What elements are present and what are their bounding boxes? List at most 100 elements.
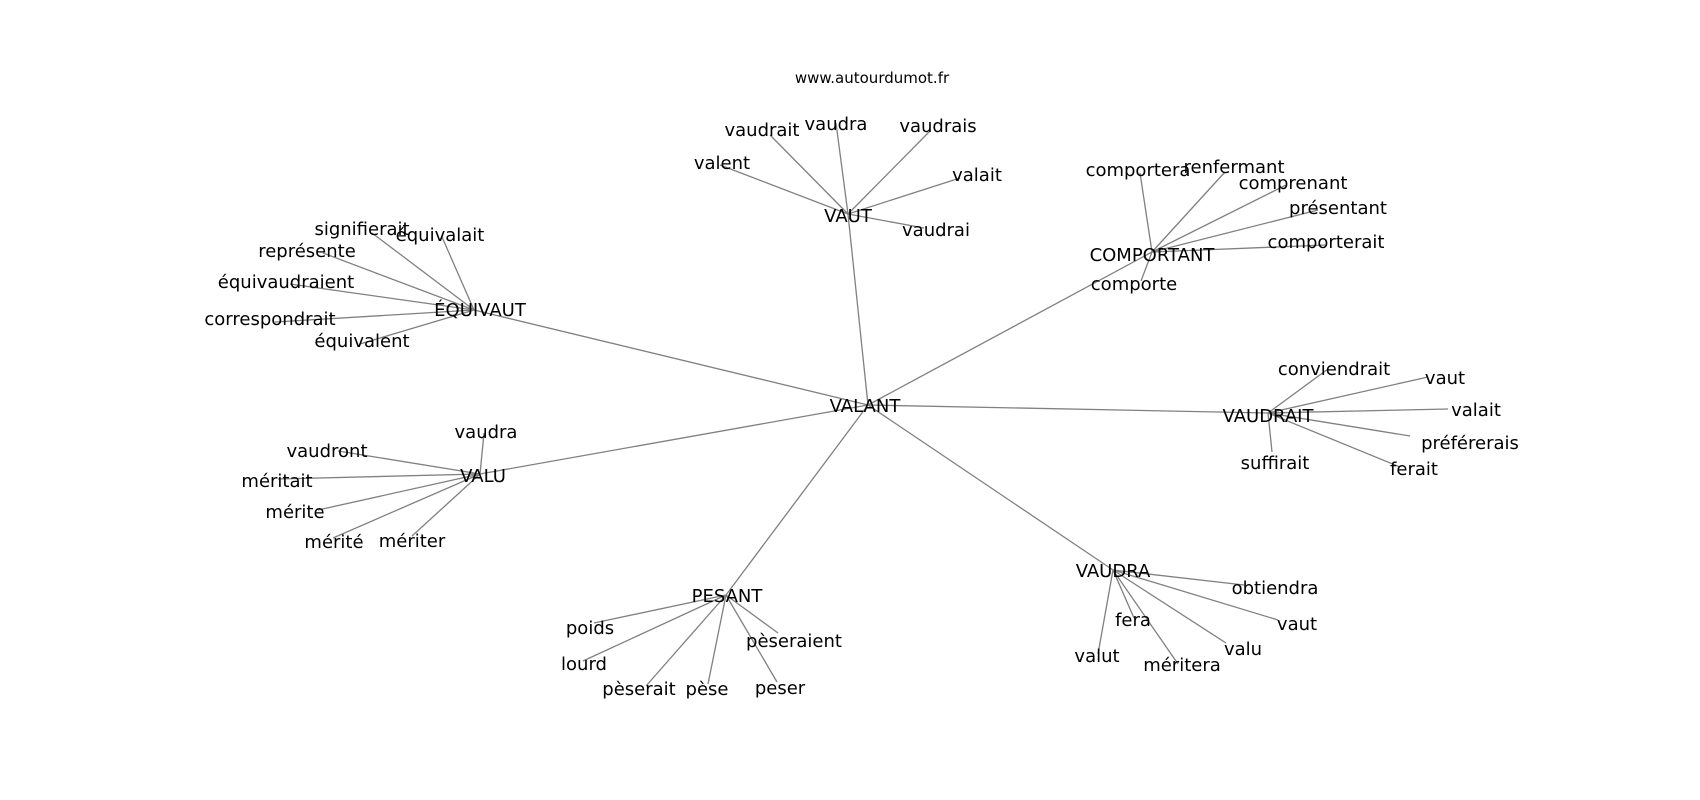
edge-center-vaut (847, 213, 869, 406)
edge-vaudrait-leaf-3 (1267, 412, 1411, 437)
node-leaf-pesant-3[interactable]: pèserait (602, 679, 675, 700)
edge-pesant-leaf-3 (645, 594, 727, 687)
node-leaf-vaut-1[interactable]: vaudra (805, 114, 868, 135)
node-leaf-vaut-0[interactable]: vaudrait (724, 120, 799, 141)
node-leaf-vaudra-3[interactable]: fera (1115, 610, 1151, 631)
edge-pesant-leaf-2 (582, 594, 727, 662)
node-leaf-pesant-0[interactable]: poids (566, 618, 614, 639)
node-leaf-equivaut-2[interactable]: représente (258, 241, 356, 262)
edge-center-vaudra (867, 404, 1114, 571)
node-leaf-vaudrait-0[interactable]: conviendrait (1278, 359, 1390, 380)
edge-valu-leaf-4 (332, 473, 481, 539)
node-leaf-vaudra-4[interactable]: valut (1074, 646, 1119, 667)
edge-valu-leaf-0 (479, 432, 485, 475)
edge-valu-leaf-1 (337, 450, 481, 475)
node-leaf-pesant-2[interactable]: lourd (561, 654, 607, 675)
edge-vaut-leaf-4 (847, 177, 961, 215)
node-leaf-vaudrait-2[interactable]: valait (1451, 400, 1501, 421)
node-leaf-vaudrait-3[interactable]: préférerais (1421, 433, 1519, 454)
node-leaf-vaudrait-1[interactable]: vaut (1425, 368, 1465, 389)
edge-equivaut-leaf-4 (274, 309, 475, 323)
edge-vaudra-leaf-0 (1112, 569, 1245, 586)
node-leaf-vaut-4[interactable]: valait (952, 165, 1002, 186)
edge-valu-leaf-5 (411, 473, 481, 537)
edge-equivaut-leaf-0 (371, 232, 475, 311)
edge-pesant-leaf-1 (725, 594, 779, 634)
node-hub-pesant[interactable]: PESANT (692, 586, 764, 607)
node-leaf-pesant-5[interactable]: peser (755, 678, 806, 699)
edge-vaut-leaf-0 (769, 134, 849, 215)
node-leaf-vaut-5[interactable]: vaudrai (902, 220, 970, 241)
node-leaf-pesant-4[interactable]: pèse (686, 679, 729, 700)
node-leaf-equivaut-5[interactable]: équivalent (314, 331, 409, 352)
node-leaf-vaudra-0[interactable]: obtiendra (1232, 578, 1319, 599)
node-leaf-comportant-3[interactable]: présentant (1289, 198, 1387, 219)
edge-vaut-leaf-2 (847, 130, 931, 215)
edge-center-pesant (725, 404, 869, 596)
edge-vaut-leaf-5 (847, 213, 925, 229)
edge-vaudrait-leaf-0 (1267, 368, 1329, 414)
node-hub-vaudra[interactable]: VAUDRA (1076, 561, 1151, 582)
node-leaf-valu-4[interactable]: mérité (304, 532, 363, 553)
node-leaf-valu-1[interactable]: vaudront (287, 441, 368, 462)
edge-vaut-leaf-3 (719, 164, 849, 215)
edge-vaudra-leaf-3 (1112, 569, 1135, 619)
node-leaf-valu-5[interactable]: mériter (379, 531, 446, 552)
edge-valu-leaf-3 (317, 473, 481, 511)
edge-vaudra-leaf-4 (1097, 569, 1114, 655)
edge-comportant-leaf-1 (1151, 171, 1226, 253)
node-center-valant[interactable]: VALANT (830, 396, 902, 417)
edge-comportant-leaf-4 (1151, 244, 1326, 253)
edge-comportant-leaf-0 (1139, 172, 1153, 253)
edge-vaudrait-leaf-2 (1267, 408, 1449, 414)
node-leaf-comportant-1[interactable]: renfermant (1183, 157, 1284, 178)
edge-pesant-leaf-5 (725, 594, 778, 683)
edge-vaudrait-leaf-1 (1267, 376, 1429, 414)
edge-equivaut-leaf-1 (441, 236, 475, 311)
edge-comportant-leaf-2 (1151, 184, 1287, 253)
edge-center-comportant (867, 251, 1153, 406)
node-hub-valu[interactable]: VALU (460, 466, 506, 487)
edge-vaudra-leaf-1 (1112, 569, 1279, 621)
edge-center-vaudrait (867, 404, 1269, 414)
node-leaf-equivaut-4[interactable]: correspondrait (204, 309, 335, 330)
node-leaf-comportant-2[interactable]: comprenant (1239, 173, 1348, 194)
node-leaf-equivaut-0[interactable]: signifierait (314, 219, 409, 240)
node-leaf-vaudrait-5[interactable]: ferait (1390, 459, 1438, 480)
edge-equivaut-leaf-3 (289, 283, 475, 311)
edge-vaudra-leaf-2 (1112, 569, 1227, 644)
node-hub-equivaut[interactable]: ÉQUIVAUT (434, 299, 527, 321)
edge-pesant-leaf-4 (707, 594, 727, 685)
edge-vaudrait-leaf-5 (1267, 412, 1401, 468)
node-hub-vaudrait[interactable]: VAUDRAIT (1223, 406, 1315, 427)
edge-center-valu (479, 404, 869, 475)
node-leaf-valu-0[interactable]: vaudra (455, 422, 518, 443)
edge-equivaut-leaf-2 (322, 252, 475, 311)
node-leaf-vaudra-2[interactable]: valu (1224, 639, 1262, 660)
edge-vaudra-leaf-5 (1112, 569, 1179, 665)
node-leaf-pesant-1[interactable]: pèseraient (746, 631, 842, 652)
node-leaf-comportant-5[interactable]: comporte (1091, 274, 1177, 295)
labels-layer: VALANT VAUT vaudrait vaudra vaudrais valent va… (204, 114, 1519, 700)
edges-layer (274, 122, 1449, 687)
node-hub-vaut[interactable]: VAUT (824, 206, 873, 227)
node-leaf-equivaut-3[interactable]: équivaudraient (218, 272, 354, 293)
node-leaf-equivaut-1[interactable]: équivalait (396, 225, 485, 246)
node-leaf-vaut-2[interactable]: vaudrais (899, 116, 976, 137)
node-leaf-vaudra-5[interactable]: méritera (1143, 655, 1221, 676)
edge-valu-leaf-2 (277, 473, 481, 480)
node-leaf-vaudra-1[interactable]: vaut (1277, 614, 1317, 635)
node-leaf-valu-2[interactable]: méritait (241, 471, 312, 492)
edge-vaut-leaf-1 (835, 122, 849, 215)
edge-comportant-leaf-5 (1140, 251, 1153, 282)
node-leaf-comportant-4[interactable]: comporterait (1268, 232, 1385, 253)
node-leaf-valu-3[interactable]: mérite (265, 502, 324, 523)
watermark-text: www.autourdumot.fr (795, 69, 950, 87)
node-hub-comportant[interactable]: COMPORTANT (1090, 245, 1216, 266)
edge-pesant-leaf-0 (593, 594, 727, 624)
node-leaf-comportant-0[interactable]: comportera (1086, 160, 1191, 181)
node-leaf-vaudrait-4[interactable]: suffirait (1241, 453, 1310, 474)
node-leaf-vaut-3[interactable]: valent (694, 153, 750, 174)
edge-vaudrait-leaf-4 (1267, 412, 1273, 453)
